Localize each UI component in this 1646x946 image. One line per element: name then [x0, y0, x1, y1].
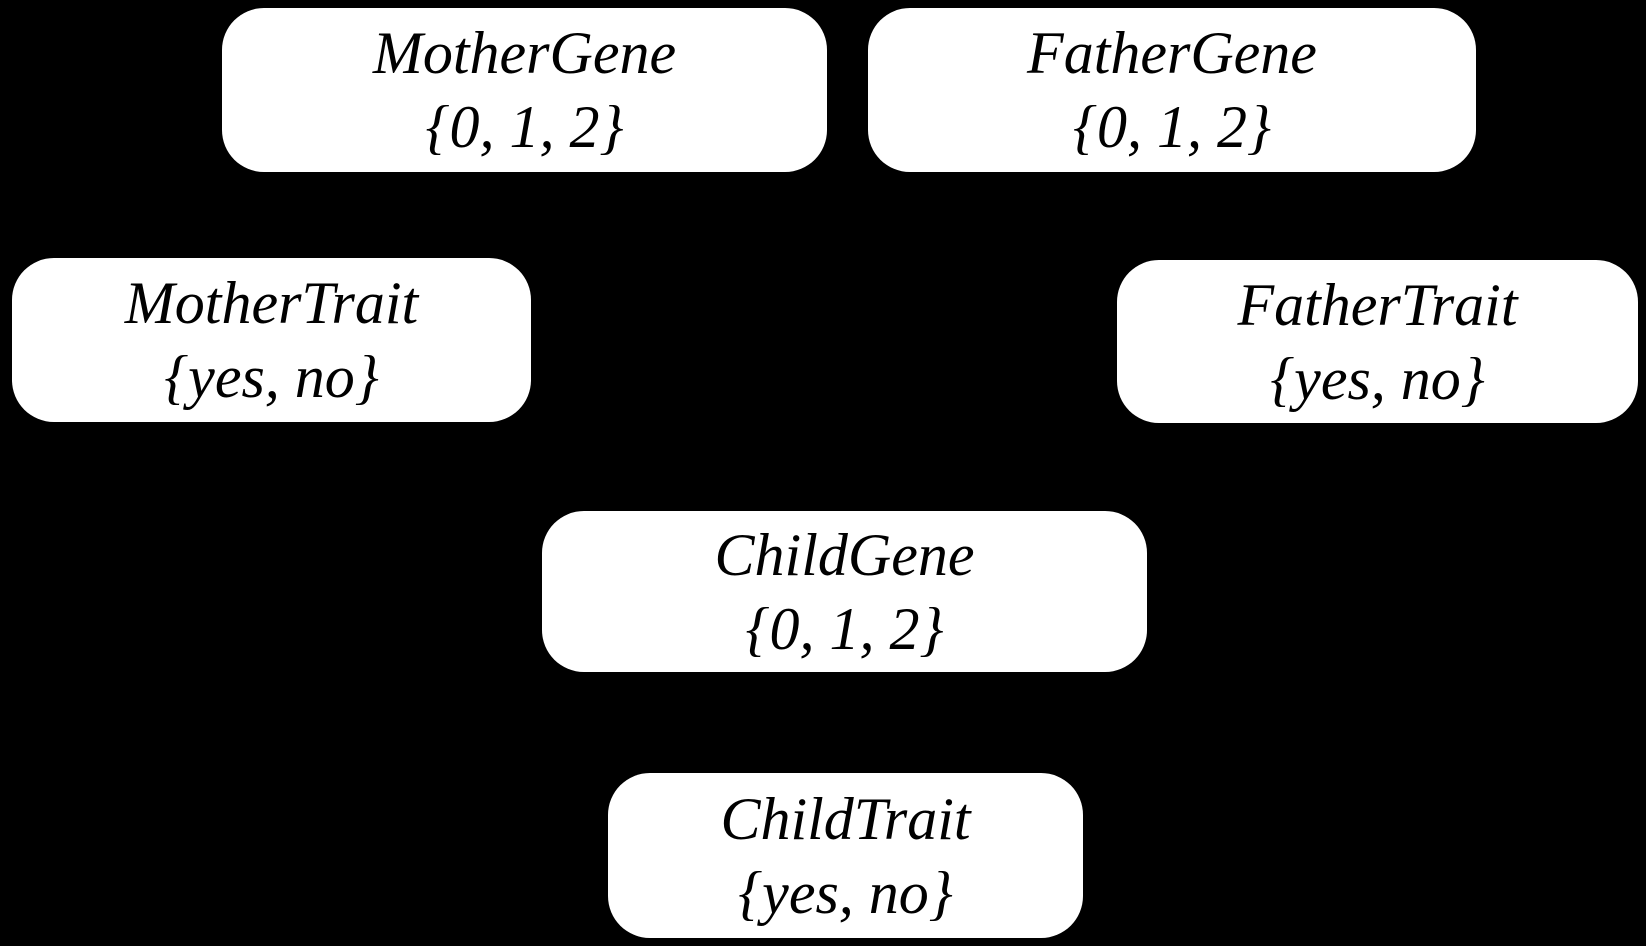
node-father-trait-title: FatherTrait	[1237, 271, 1518, 338]
node-mother-trait-title: MotherTrait	[124, 270, 419, 336]
node-mother-gene-values: {0, 1, 2}	[425, 94, 624, 160]
node-child-trait-values: {yes, no}	[738, 859, 953, 926]
node-mother-trait-values: {yes, no}	[164, 344, 379, 410]
node-mother-gene: MotherGene {0, 1, 2}	[222, 8, 827, 172]
node-child-gene-values: {0, 1, 2}	[745, 595, 944, 662]
node-child-gene: ChildGene {0, 1, 2}	[542, 511, 1147, 672]
node-mother-trait: MotherTrait {yes, no}	[12, 258, 531, 422]
node-father-trait: FatherTrait {yes, no}	[1117, 260, 1638, 423]
node-mother-gene-title: MotherGene	[372, 20, 677, 86]
node-child-gene-title: ChildGene	[714, 521, 975, 588]
node-father-gene: FatherGene {0, 1, 2}	[868, 8, 1476, 172]
node-father-gene-title: FatherGene	[1027, 20, 1317, 86]
node-father-trait-values: {yes, no}	[1270, 345, 1485, 412]
node-child-trait: ChildTrait {yes, no}	[608, 773, 1083, 938]
node-father-gene-values: {0, 1, 2}	[1073, 94, 1271, 160]
node-child-trait-title: ChildTrait	[720, 785, 971, 852]
